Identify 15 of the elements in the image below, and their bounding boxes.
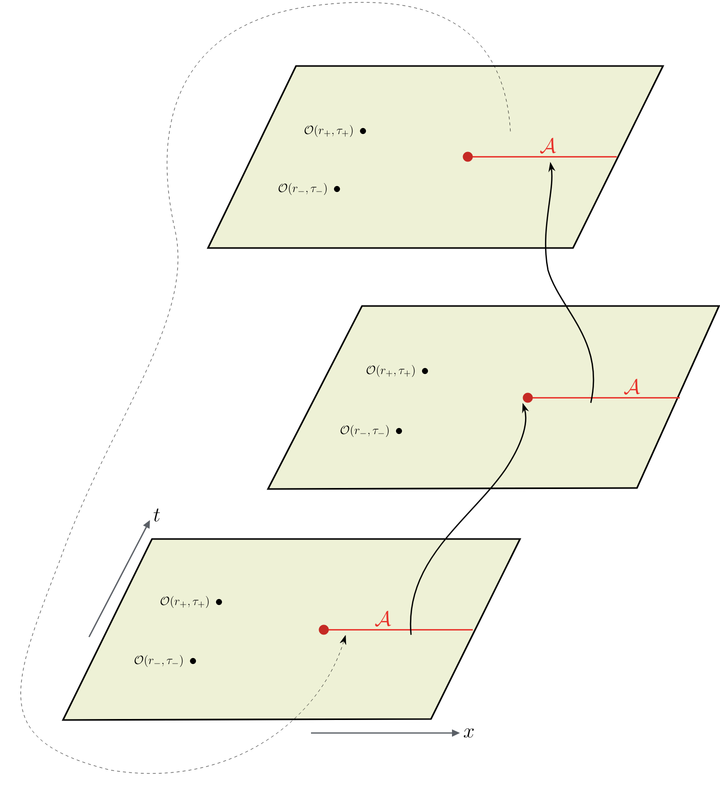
branch-cut: $\mathcal{A}$: [462, 138, 617, 162]
operator-label: $\mathcal{O}(r_{+},\tau_{+})$: [160, 596, 209, 608]
node-label: $\mathcal{A}$: [540, 138, 556, 154]
axis-label: $t$: [154, 508, 160, 522]
axis-label: $x$: [464, 728, 474, 738]
operator-label: $\mathcal{O}(r_{-},\tau_{-})$: [134, 655, 183, 667]
arrow: [20, 2, 511, 774]
operator-label: $\mathcal{O}(r_{+},\tau_{+})$: [304, 125, 353, 137]
node-label: $\mathcal{A}$: [375, 610, 392, 627]
branch-cut: $\mathcal{A}$: [318, 610, 473, 635]
operator-label: $\mathcal{O}(r_{-},\tau_{-})$: [278, 183, 327, 195]
branch-cut: $\mathcal{A}$: [522, 378, 680, 403]
operator-label: $\mathcal{O}(r_{+},\tau_{+})$: [366, 365, 415, 377]
node-label: $\mathcal{A}$: [624, 378, 640, 395]
operator-label: $\mathcal{O}(r_{-},\tau_{-})$: [340, 425, 389, 437]
